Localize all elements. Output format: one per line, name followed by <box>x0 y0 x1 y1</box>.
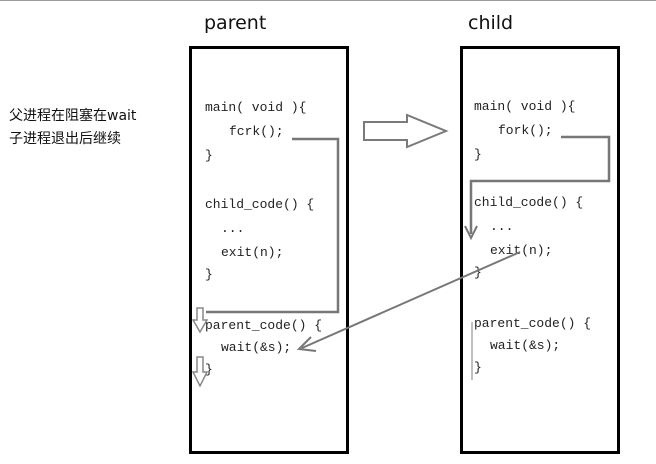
exit-to-wait-arrowhead <box>296 336 317 352</box>
parent-down-arrow-2 <box>191 356 209 388</box>
parent-parent-code-open: parent_code() { <box>205 318 323 333</box>
child-exit-call: exit(n); <box>490 243 553 258</box>
child-main-close: } <box>474 147 482 162</box>
parent-main-open: main( void ){ <box>205 100 307 115</box>
parent-main-close: } <box>205 148 213 163</box>
child-wait-call: wait(&s); <box>490 338 561 353</box>
child-child-code-open: child_code() { <box>474 195 584 210</box>
child-process-box <box>460 46 620 454</box>
parent-exit-call: exit(n); <box>221 245 284 260</box>
parent-process-box <box>189 46 349 454</box>
parent-down-arrow-1 <box>191 307 209 334</box>
fork-hollow-arrow <box>363 113 449 149</box>
child-title: child <box>468 12 514 34</box>
parent-child-code-open: child_code() { <box>205 197 315 212</box>
parent-wait-call: wait(&s); <box>221 340 292 355</box>
parent-title: parent <box>204 12 267 34</box>
note-line-1: 父进程在阻塞在wait <box>9 108 137 124</box>
child-fork-call: fork(); <box>498 123 553 138</box>
child-parent-code-open: parent_code() { <box>474 316 592 331</box>
child-flow-line <box>469 135 611 234</box>
child-child-code-close: } <box>474 265 482 280</box>
child-ellipsis: ... <box>490 219 514 234</box>
top-divider <box>0 0 656 1</box>
child-main-open: main( void ){ <box>474 99 576 114</box>
note-line-2: 子进程退出后继续 <box>9 131 121 147</box>
child-parent-code-close: } <box>474 360 482 375</box>
child-flow-arrowhead <box>464 225 478 241</box>
parent-parent-code-close: } <box>205 362 213 377</box>
parent-fork-call: fcrk(); <box>229 124 284 139</box>
parent-flow-line <box>206 137 340 314</box>
exit-to-wait-line <box>301 251 521 349</box>
parent-child-code-close: } <box>205 267 213 282</box>
parent-ellipsis: ... <box>221 221 245 236</box>
